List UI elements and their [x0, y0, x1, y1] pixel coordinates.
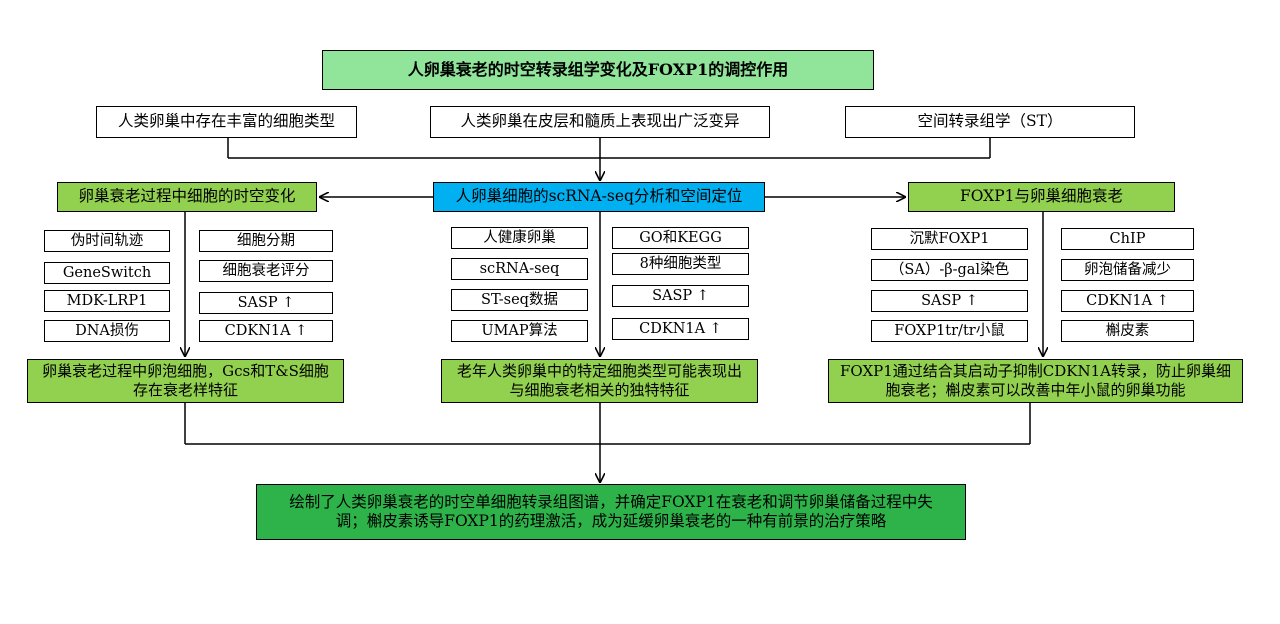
source-box-cortex-medulla: 人类卵巢在皮层和髓质上表现出广泛变异 — [430, 106, 770, 138]
right-item-foxp1-mice: FOXP1tr/tr小鼠 — [871, 320, 1028, 342]
left-item-pseudotime: 伪时间轨迹 — [44, 230, 170, 252]
center-branch-header: 人卵巢细胞的scRNA-seq分析和空间定位 — [433, 182, 765, 212]
right-item-follicle-reserve: 卵泡储备减少 — [1061, 259, 1194, 281]
source-box-spatial-transcriptomics: 空间转录组学（ST） — [845, 106, 1135, 138]
right-item-sasp: SASP ↑ — [871, 290, 1028, 312]
left-branch-header: 卵巢衰老过程中细胞的时空变化 — [57, 182, 317, 212]
center-item-sasp: SASP ↑ — [612, 285, 749, 307]
center-item-umap: UMAP算法 — [451, 320, 588, 342]
right-item-cdkn1a: CDKN1A ↑ — [1061, 290, 1194, 312]
left-item-geneswitch: GeneSwitch — [44, 262, 170, 284]
source-box-cell-types: 人类卵巢中存在丰富的细胞类型 — [96, 106, 357, 138]
left-item-cell-staging: 细胞分期 — [199, 230, 333, 252]
center-item-8-cell-types: 8种细胞类型 — [612, 253, 749, 275]
left-item-cdkn1a: CDKN1A ↑ — [199, 320, 333, 342]
right-branch-result: FOXP1通过结合其启动子抑制CDKN1A转录，防止卵巢细胞衰老；槲皮素可以改善… — [828, 359, 1243, 403]
right-item-sa-beta-gal: （SA）-β-gal染色 — [871, 259, 1028, 281]
center-item-go-kegg: GO和KEGG — [612, 227, 749, 249]
left-item-mdk-lrp1: MDK-LRP1 — [44, 290, 170, 312]
left-branch-result: 卵巢衰老过程中卵泡细胞，Gcs和T&S细胞存在衰老样特征 — [27, 359, 344, 403]
center-branch-result: 老年人类卵巢中的特定细胞类型可能表现出与细胞衰老相关的独特特征 — [441, 359, 758, 403]
left-item-sasp: SASP ↑ — [199, 292, 333, 314]
center-item-scrna-seq: scRNA-seq — [451, 258, 588, 280]
center-item-cdkn1a: CDKN1A ↑ — [612, 318, 749, 340]
left-item-dna-damage: DNA损伤 — [44, 320, 170, 342]
conclusion-box: 绘制了人类卵巢衰老的时空单细胞转录组图谱，并确定FOXP1在衰老和调节卵巢储备过… — [256, 484, 966, 540]
diagram-title: 人卵巢衰老的时空转录组学变化及FOXP1的调控作用 — [322, 50, 874, 90]
right-item-silence-foxp1: 沉默FOXP1 — [871, 228, 1028, 250]
right-branch-header: FOXP1与卵巢细胞衰老 — [908, 182, 1175, 212]
right-item-quercetin: 槲皮素 — [1061, 320, 1194, 342]
right-item-chip: ChIP — [1061, 228, 1194, 250]
center-item-healthy-ovary: 人健康卵巢 — [451, 227, 588, 249]
left-item-senescence-score: 细胞衰老评分 — [199, 260, 333, 282]
center-item-st-seq: ST-seq数据 — [451, 289, 588, 311]
